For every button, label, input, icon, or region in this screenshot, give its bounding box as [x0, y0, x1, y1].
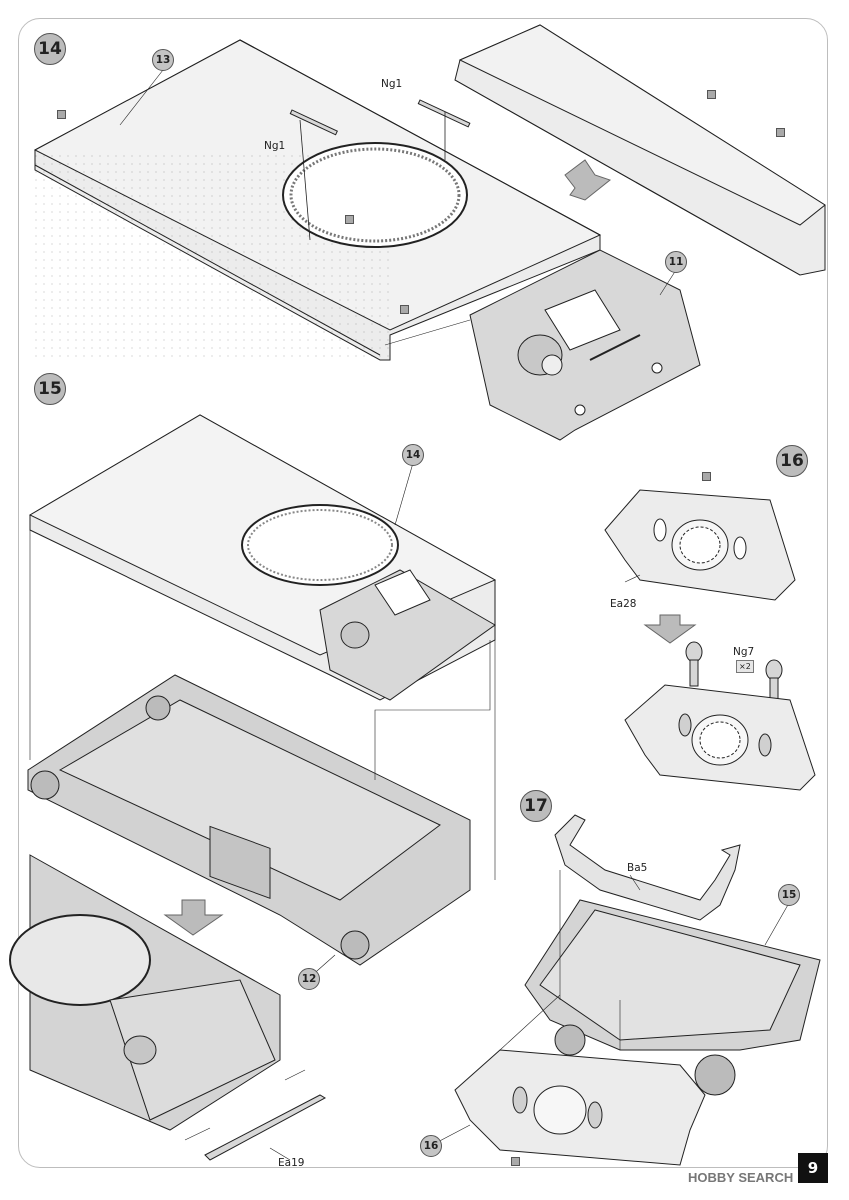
step15-part-ea19 — [184, 1069, 327, 1161]
step15-guide-lines — [29, 530, 496, 880]
step16-part-ng7 — [685, 641, 783, 705]
step16-arrow — [643, 614, 697, 644]
step14-detail-hull-plate — [454, 24, 826, 276]
label-ng1-right: Ng1 — [381, 78, 403, 90]
ref-upper-hull-14: 14 — [402, 444, 424, 466]
ref-hull-15: 15 — [778, 884, 800, 906]
step14-arrow — [564, 159, 612, 201]
ref-front-plate-16: 16 — [420, 1135, 442, 1157]
ref-lower-hull-12: 12 — [298, 968, 320, 990]
step14-part-ng1-right — [417, 99, 471, 160]
step15-lower-hull — [27, 674, 471, 966]
step15-arrow — [163, 899, 224, 936]
page-number: 9 — [798, 1153, 828, 1183]
cement-icon — [511, 1157, 520, 1166]
cement-icon — [345, 215, 354, 224]
step-number-17: 17 — [520, 790, 552, 822]
label-ea28: Ea28 — [610, 598, 637, 610]
label-ng7: Ng7 — [733, 646, 755, 658]
label-ea19: Ea19 — [278, 1157, 305, 1169]
step14-turret-ring — [282, 142, 468, 248]
step-number-16: 16 — [776, 445, 808, 477]
step14-part-ng1-left — [289, 109, 338, 241]
step17-hull — [524, 899, 821, 1096]
step14-front-plate — [384, 249, 701, 441]
label-ba5: Ba5 — [627, 862, 648, 874]
ref-hull-top-13: 13 — [152, 49, 174, 71]
step-number-14: 14 — [34, 33, 66, 65]
ref-front-plate-11: 11 — [665, 251, 687, 273]
step-number-15: 15 — [34, 373, 66, 405]
ng7-multiplier-badge: ×2 — [736, 660, 754, 673]
step16-front-plate-after — [624, 684, 816, 791]
step17-guide-lines — [499, 870, 621, 1051]
label-leaders — [119, 69, 790, 1161]
step17-part-ba5 — [554, 814, 741, 921]
cement-icon — [57, 110, 66, 119]
step15-upper-hull — [28, 414, 497, 701]
cement-icon — [400, 305, 409, 314]
label-ng1-left: Ng1 — [264, 140, 286, 152]
step17-front-plate — [454, 1049, 706, 1166]
step15-detail-hull — [9, 854, 281, 1131]
watermark: HOBBY SEARCH — [688, 1170, 794, 1185]
cement-icon — [776, 128, 785, 137]
cement-icon — [707, 90, 716, 99]
step16-front-plate-before — [604, 489, 796, 601]
cement-icon — [702, 472, 711, 481]
page-frame — [18, 18, 828, 1168]
